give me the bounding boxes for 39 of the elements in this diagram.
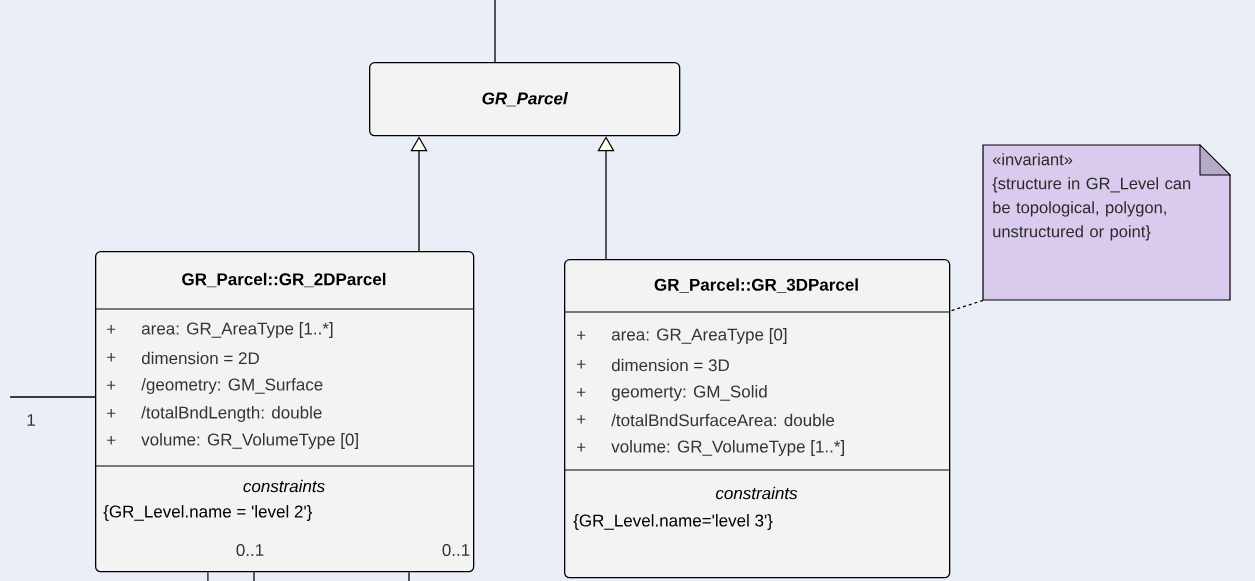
visibility-sign: + xyxy=(107,409,116,418)
attribute-text: geomerty: GM_Solid xyxy=(611,385,767,401)
association-line xyxy=(253,571,255,581)
association-line xyxy=(494,0,496,63)
attribute-text: /totalBndSurfaceArea: double xyxy=(611,413,835,427)
attribute-text: area: GR_AreaType [1..*] xyxy=(141,322,333,338)
visibility-sign: + xyxy=(107,325,116,334)
constraint-text: {GR_Level.name='level 3'} xyxy=(573,514,773,530)
visibility-sign: + xyxy=(107,381,116,390)
attribute-text: volume: GR_VolumeType [0] xyxy=(141,433,358,449)
visibility-sign: + xyxy=(577,443,586,452)
association-line xyxy=(207,571,209,581)
visibility-sign: + xyxy=(577,415,586,424)
class-box: GR_Parcel xyxy=(369,62,681,137)
compartment-title: constraints xyxy=(715,486,798,500)
class-name: GR_Parcel::GR_3DParcel xyxy=(654,278,858,293)
attribute-text: dimension = 3D xyxy=(611,358,729,372)
attribute-text: /geometry: GM_Surface xyxy=(141,378,323,394)
visibility-sign: + xyxy=(107,436,116,445)
note-link xyxy=(949,299,984,312)
attribute-text: area: GR_AreaType [0] xyxy=(611,328,787,344)
visibility-sign: + xyxy=(577,388,586,397)
attribute-text: dimension = 2D xyxy=(141,351,259,365)
association-line xyxy=(408,571,410,581)
compartment-title: constraints xyxy=(243,479,325,493)
generalization-arrow xyxy=(410,136,428,252)
multiplicity-label: 0..1 xyxy=(442,544,470,557)
visibility-sign: + xyxy=(577,331,586,340)
constraint-text: {GR_Level.name = 'level 2'} xyxy=(103,505,313,521)
class-name: GR_Parcel::GR_2DParcel xyxy=(182,272,386,288)
visibility-sign: + xyxy=(577,360,586,369)
attribute-text: /totalBndLength: double xyxy=(141,406,322,422)
multiplicity-label: 1 xyxy=(27,414,35,426)
attribute-text: volume: GR_VolumeType [1..*] xyxy=(611,440,844,456)
visibility-sign: + xyxy=(107,353,116,362)
association-line xyxy=(9,396,96,398)
generalization-arrow xyxy=(597,136,615,260)
note: «invariant» {structure in GR_Level can be topological, polygon, unstructured or point} xyxy=(982,144,1231,301)
multiplicity-label: 0..1 xyxy=(236,544,264,557)
